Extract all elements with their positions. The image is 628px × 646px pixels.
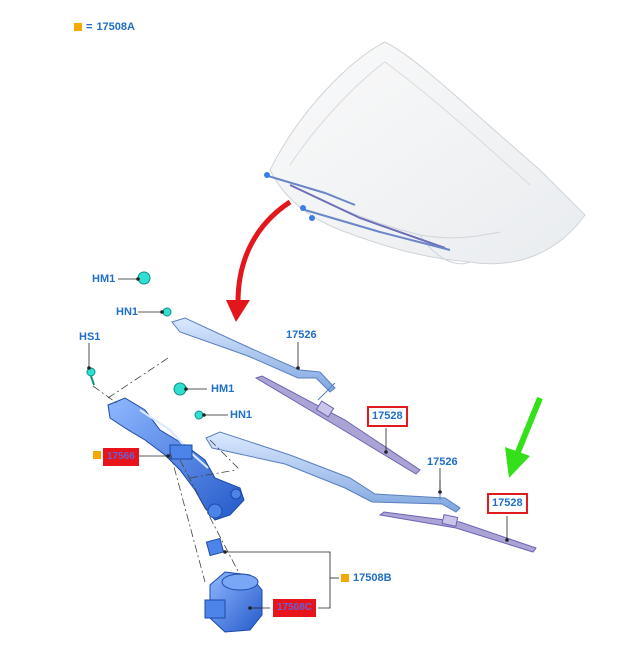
legend-equals: = bbox=[86, 21, 93, 33]
fastener-hn1-top bbox=[162, 307, 172, 317]
leader-dots bbox=[87, 277, 509, 610]
label-bracket: 17508B bbox=[353, 572, 392, 584]
legend-square-icon bbox=[74, 23, 82, 31]
leader-lines bbox=[88, 278, 508, 609]
wiper-blade-upper bbox=[254, 375, 421, 475]
label-hm1-mid: HM1 bbox=[211, 383, 235, 395]
label-hn1-top: HN1 bbox=[116, 306, 139, 318]
fastener-hn1-mid bbox=[194, 410, 204, 420]
label-hm1-top: HM1 bbox=[92, 273, 116, 285]
assembly-lines bbox=[92, 357, 241, 583]
fastener-hm1-mid bbox=[173, 382, 187, 396]
red-arrow-icon bbox=[226, 199, 292, 322]
linkage-square-icon bbox=[93, 451, 101, 459]
label-blade-upper: 17528 bbox=[367, 406, 408, 427]
fastener-hs1 bbox=[86, 367, 96, 386]
wiper-blade-lower bbox=[378, 511, 537, 553]
legend-code: 17508A bbox=[96, 21, 135, 33]
legend: = 17508A bbox=[74, 21, 135, 33]
motor-bracket bbox=[205, 537, 225, 557]
label-linkage: 17566 bbox=[103, 448, 139, 466]
label-hn1-mid: HN1 bbox=[230, 409, 253, 421]
wiper-arm-upper bbox=[171, 317, 336, 401]
label-hs1: HS1 bbox=[79, 331, 101, 343]
wiper-linkage bbox=[107, 397, 245, 521]
wiper-motor bbox=[204, 571, 263, 633]
green-arrow-icon bbox=[505, 396, 543, 478]
label-blade-lower: 17528 bbox=[487, 493, 528, 514]
label-motor: 17508C bbox=[273, 599, 317, 617]
fastener-hm1-top bbox=[137, 271, 151, 285]
label-arm-upper: 17526 bbox=[286, 329, 317, 341]
label-arm-lower: 17526 bbox=[427, 456, 458, 468]
windshield bbox=[264, 41, 586, 265]
bracket-square-icon bbox=[341, 574, 349, 582]
